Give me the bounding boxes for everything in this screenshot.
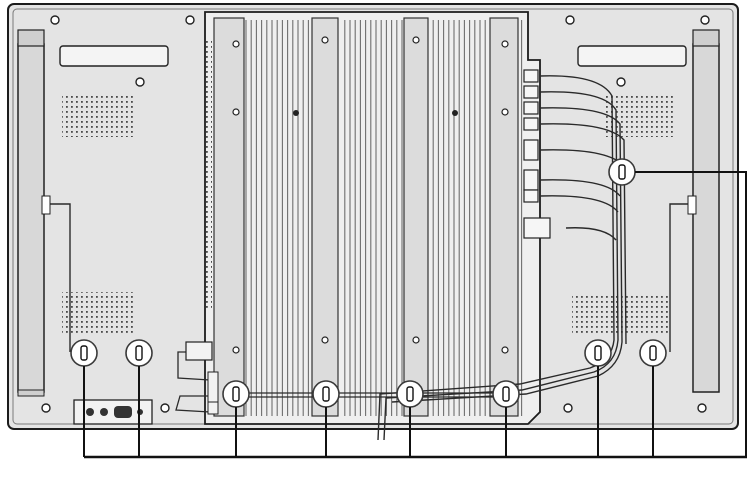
screw-icon <box>321 36 329 44</box>
cable-bundle <box>377 75 627 441</box>
screw-icon <box>232 108 240 116</box>
vent-grid-lower-left <box>62 292 134 334</box>
bottom-clamp-6 <box>492 380 520 408</box>
connector-port-icon <box>523 101 539 115</box>
left-side-tab <box>41 195 51 215</box>
screw-icon <box>501 40 509 48</box>
vent-grid-upper-left <box>62 95 134 137</box>
power-cable <box>175 351 500 413</box>
screw-icon <box>412 36 420 44</box>
leader-line-9 <box>635 171 747 457</box>
screw-icon <box>232 40 240 48</box>
corner-screws <box>41 15 710 413</box>
bottom-clamp-3 <box>222 380 250 408</box>
lower-right-clamp-8 <box>639 339 667 367</box>
side-cable-routes <box>46 203 690 352</box>
vent-grid-lower-right <box>572 294 668 334</box>
port-icon <box>100 408 108 416</box>
screw-icon <box>616 77 626 87</box>
right-handle-cap-top <box>692 29 720 47</box>
screw-icon <box>563 403 573 413</box>
heatsink-center-bolts <box>293 110 458 116</box>
screw-icon <box>412 336 420 344</box>
port-icon <box>86 408 94 416</box>
connector-port-icon <box>523 139 539 161</box>
screw-icon <box>185 15 195 25</box>
lower-left-clamp-1 <box>70 339 98 367</box>
vent-grid-upper-right <box>604 95 676 137</box>
power-plug <box>185 341 213 361</box>
side-vent-strip <box>203 40 212 310</box>
lower-right-clamp-7 <box>584 339 612 367</box>
upper-right-clamp-9 <box>608 158 636 186</box>
screw-icon <box>697 403 707 413</box>
screw-icon <box>501 346 509 354</box>
screw-icon <box>160 403 170 413</box>
left-handle-slot <box>59 45 169 67</box>
bottom-clamp-5 <box>396 380 424 408</box>
screw-icon <box>232 346 240 354</box>
connector-port-icon <box>523 217 551 239</box>
clamp-group <box>70 158 667 408</box>
screw-icon <box>565 15 575 25</box>
screw-icon <box>41 403 51 413</box>
screw-icon <box>700 15 710 25</box>
lower-left-clamp-2 <box>125 339 153 367</box>
connector-port-icon <box>523 85 539 99</box>
bottom-clamp-4 <box>312 380 340 408</box>
heatsink-screws <box>232 36 509 354</box>
control-strip-ports <box>86 406 143 418</box>
leader-lines <box>83 171 747 459</box>
connector-port-icon <box>523 117 539 131</box>
heatsink-fins <box>245 20 523 416</box>
left-handle-cap-bottom <box>17 389 45 397</box>
left-handle-cap-top <box>17 29 45 47</box>
screw-icon <box>321 336 329 344</box>
screw-icon <box>501 108 509 116</box>
left-handle-strip <box>17 43 45 393</box>
screw-icon <box>50 15 60 25</box>
connector-port-icon <box>523 169 539 191</box>
screw-icon <box>135 77 145 87</box>
port-icon <box>114 406 132 418</box>
connector-panel <box>523 69 551 239</box>
right-handle-slot <box>577 45 687 67</box>
right-side-tab <box>687 195 697 215</box>
connector-port-icon <box>523 189 539 203</box>
right-handle-strip <box>692 43 720 393</box>
plug-strip <box>207 371 219 415</box>
connector-port-icon <box>523 69 539 83</box>
